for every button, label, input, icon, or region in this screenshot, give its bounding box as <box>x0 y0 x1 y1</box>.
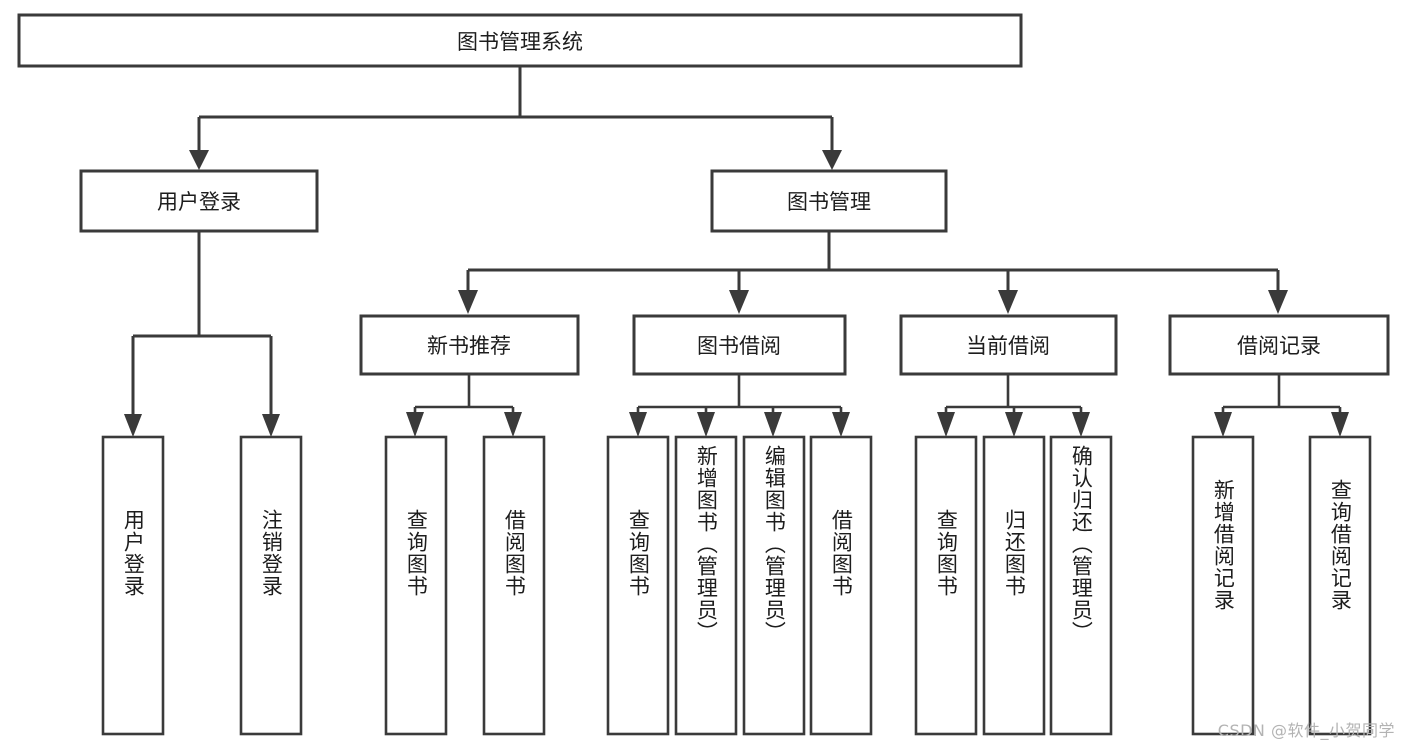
arrow-head-to-user-login <box>189 150 209 170</box>
new-book-recommend-label: 新书推荐 <box>427 334 511 358</box>
node-book-borrow[interactable]: 图书借阅 <box>632 314 847 376</box>
node-root[interactable]: 图书管理系统 <box>17 13 1023 68</box>
leaf-boxes <box>101 435 1372 736</box>
leaf-box-user-login-0[interactable] <box>101 435 165 736</box>
user-login-box[interactable] <box>79 169 319 233</box>
leaf-box-book-borrow-1[interactable] <box>674 435 738 736</box>
node-new-book-recommend[interactable]: 新书推荐 <box>359 314 580 376</box>
book-borrow-label: 图书借阅 <box>697 334 781 358</box>
connector-root-to-level2 <box>189 66 842 170</box>
root-label: 图书管理系统 <box>457 30 583 54</box>
leaf-box-current-borrow-1[interactable] <box>982 435 1046 736</box>
node-current-borrow[interactable]: 当前借阅 <box>899 314 1118 376</box>
leaf-box-current-borrow-0[interactable] <box>914 435 978 736</box>
connector-borrow-record-to-leaves <box>1214 374 1349 437</box>
leaf-box-new-book-0[interactable] <box>384 435 448 736</box>
connector-user-login-to-leaves <box>124 231 280 437</box>
new-book-recommend-box[interactable] <box>359 314 580 376</box>
root-box[interactable] <box>17 13 1023 68</box>
borrow-record-label: 借阅记录 <box>1237 334 1321 358</box>
node-user-login[interactable]: 用户登录 <box>79 169 319 233</box>
leaf-box-user-login-1[interactable] <box>239 435 303 736</box>
leaf-box-borrow-record-0[interactable] <box>1191 435 1255 736</box>
watermark-text: CSDN @软件_小贺同学 <box>1217 721 1395 740</box>
leaf-box-current-borrow-2[interactable] <box>1049 435 1113 736</box>
arrow-head-to-book-manage <box>822 150 842 170</box>
user-login-label: 用户登录 <box>157 190 241 214</box>
node-borrow-record[interactable]: 借阅记录 <box>1168 314 1390 376</box>
connector-book-borrow-to-leaves <box>629 374 850 437</box>
node-book-manage[interactable]: 图书管理 <box>710 169 948 233</box>
leaf-box-borrow-record-1[interactable] <box>1308 435 1372 736</box>
current-borrow-label: 当前借阅 <box>966 334 1050 358</box>
connector-new-book-recommend-to-leaves <box>406 374 522 437</box>
leaf-box-book-borrow-3[interactable] <box>809 435 873 736</box>
connector-current-borrow-to-leaves <box>937 374 1090 437</box>
leaf-box-book-borrow-0[interactable] <box>606 435 670 736</box>
leaf-box-book-borrow-2[interactable] <box>742 435 806 736</box>
current-borrow-box[interactable] <box>899 314 1118 376</box>
leaf-box-new-book-1[interactable] <box>482 435 546 736</box>
book-manage-label: 图书管理 <box>787 190 871 214</box>
connector-book-manage-to-level3 <box>458 231 1288 314</box>
